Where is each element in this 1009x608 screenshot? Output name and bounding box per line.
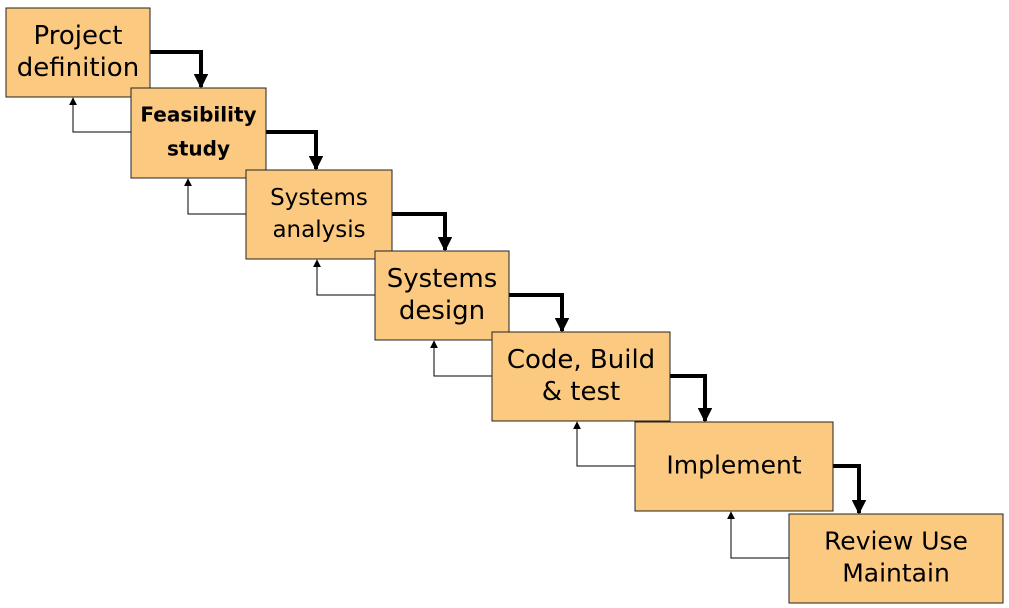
stage-label: definition xyxy=(17,53,139,83)
forward-arrow xyxy=(392,212,453,252)
stages-layer: ProjectdefinitionFeasibilitystudySystems… xyxy=(5,7,1004,604)
feedback-arrow xyxy=(573,421,635,467)
stage-box xyxy=(374,250,510,341)
stage-label: analysis xyxy=(272,217,365,243)
stage-label: & test xyxy=(542,377,620,407)
stage-box xyxy=(245,169,393,260)
feedback-arrow xyxy=(430,340,492,377)
stage-box xyxy=(634,421,834,512)
stage-box xyxy=(491,331,671,422)
feedback-arrow xyxy=(184,178,246,215)
stage-label: Feasibility xyxy=(140,103,256,127)
stage-label: Systems xyxy=(387,264,498,294)
stage-label: Review Use xyxy=(824,527,968,556)
stage-5: Code, Build& test xyxy=(491,331,671,422)
forward-arrow xyxy=(266,130,324,171)
feedback-arrow xyxy=(727,511,789,559)
stage-box xyxy=(5,7,151,98)
forward-arrow xyxy=(150,50,209,89)
stage-label: Systems xyxy=(270,185,368,211)
forward-arrow xyxy=(833,464,867,515)
stage-box xyxy=(788,513,1004,604)
stage-label: study xyxy=(167,137,230,161)
stage-label: Maintain xyxy=(842,559,950,588)
stage-label: Code, Build xyxy=(507,345,655,375)
arrows-layer xyxy=(69,50,867,559)
feedback-arrow xyxy=(313,259,375,296)
stage-label: design xyxy=(399,296,485,326)
stage-label: Project xyxy=(34,21,123,51)
stage-3: Systems analysis xyxy=(245,169,393,260)
stage-6: Implement xyxy=(634,421,834,512)
forward-arrow xyxy=(509,293,570,333)
stage-2: Feasibility study xyxy=(130,87,267,179)
feedback-arrow xyxy=(69,97,131,133)
stage-label: Implement xyxy=(666,451,802,480)
forward-arrow xyxy=(670,374,713,423)
stage-box xyxy=(130,87,267,179)
